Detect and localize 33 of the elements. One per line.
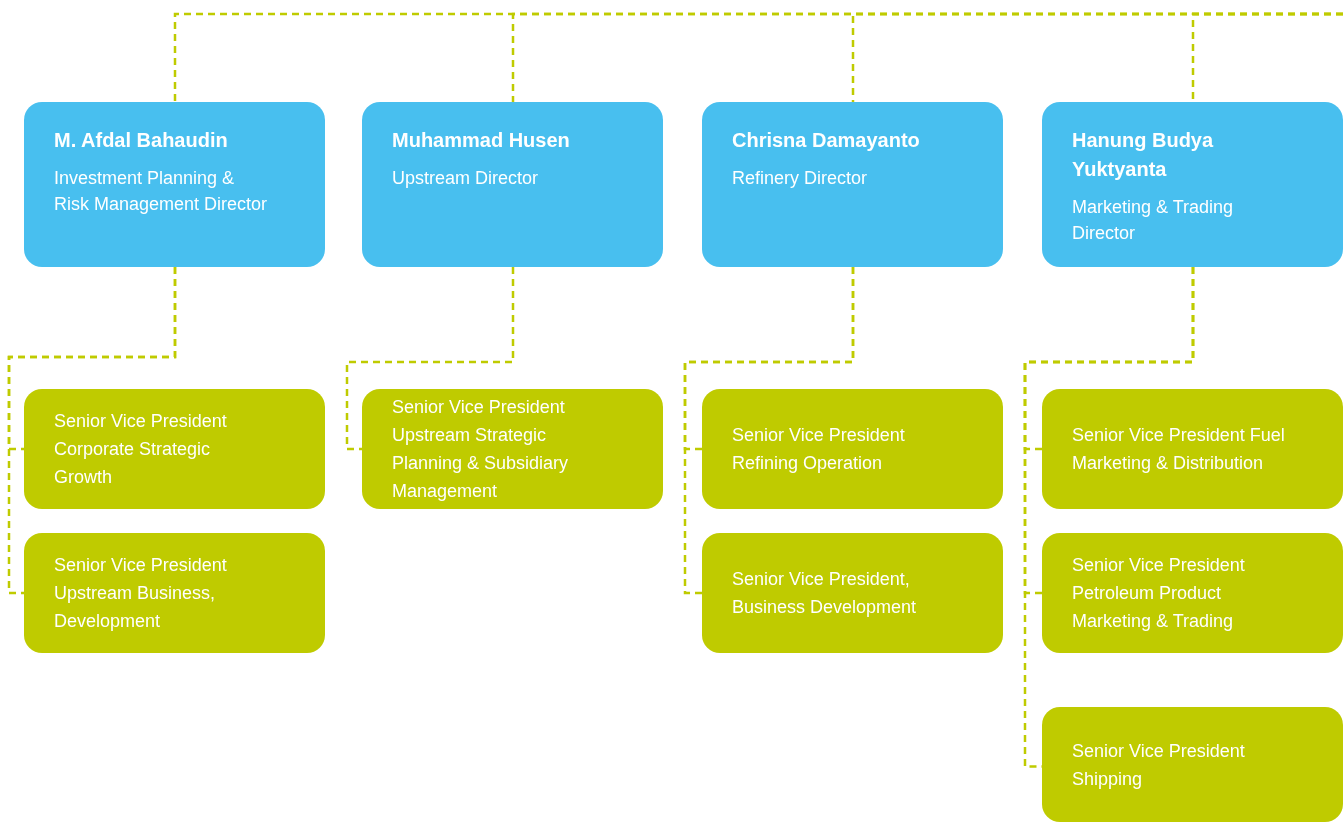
connector-line	[345, 267, 515, 451]
position-box	[24, 533, 325, 653]
job-title: Senior Vice President Petroleum Product Marketing & Trading	[1072, 554, 1246, 633]
position-box	[1042, 707, 1343, 822]
job-title: Senior Vice President Refining Operation	[732, 424, 906, 475]
job-title: Senior Vice President Corporate Strategic Growth	[54, 410, 228, 489]
director-box	[1042, 102, 1343, 267]
job-title: Senior Vice President Upstream Business, Development	[54, 554, 228, 633]
connector-line	[7, 267, 177, 595]
position-box	[1042, 389, 1343, 509]
person-name: Muhammad Husen	[392, 128, 571, 153]
person-name: M. Afdal Bahaudin	[54, 128, 229, 153]
connector-line	[683, 267, 855, 595]
director-box	[362, 102, 663, 267]
job-title: Upstream Director	[392, 167, 540, 190]
position-box	[1042, 533, 1343, 653]
connector-line	[1023, 267, 1195, 768]
job-title: Senior Vice President Fuel Marketing & Distribution	[1072, 424, 1286, 475]
director-box	[24, 102, 325, 267]
position-box	[702, 533, 1003, 653]
connector-line	[1191, 12, 1343, 102]
position-box	[24, 389, 325, 509]
person-name: Chrisna Damayanto	[732, 128, 921, 153]
person-name: Hanung Budya Yuktyanta	[1072, 128, 1215, 182]
director-box	[702, 102, 1003, 267]
job-title: Senior Vice President Upstream Strategic Planning & Subsidiary Management	[392, 396, 570, 503]
position-box	[362, 389, 663, 509]
job-title: Refinery Director	[732, 167, 869, 190]
position-box	[702, 389, 1003, 509]
job-title: Investment Planning & Risk Management Director	[54, 167, 269, 216]
job-title: Marketing & Trading Director	[1072, 196, 1235, 245]
job-title: Senior Vice President, Business Development	[732, 568, 918, 619]
job-title: Senior Vice President Shipping	[1072, 739, 1246, 791]
